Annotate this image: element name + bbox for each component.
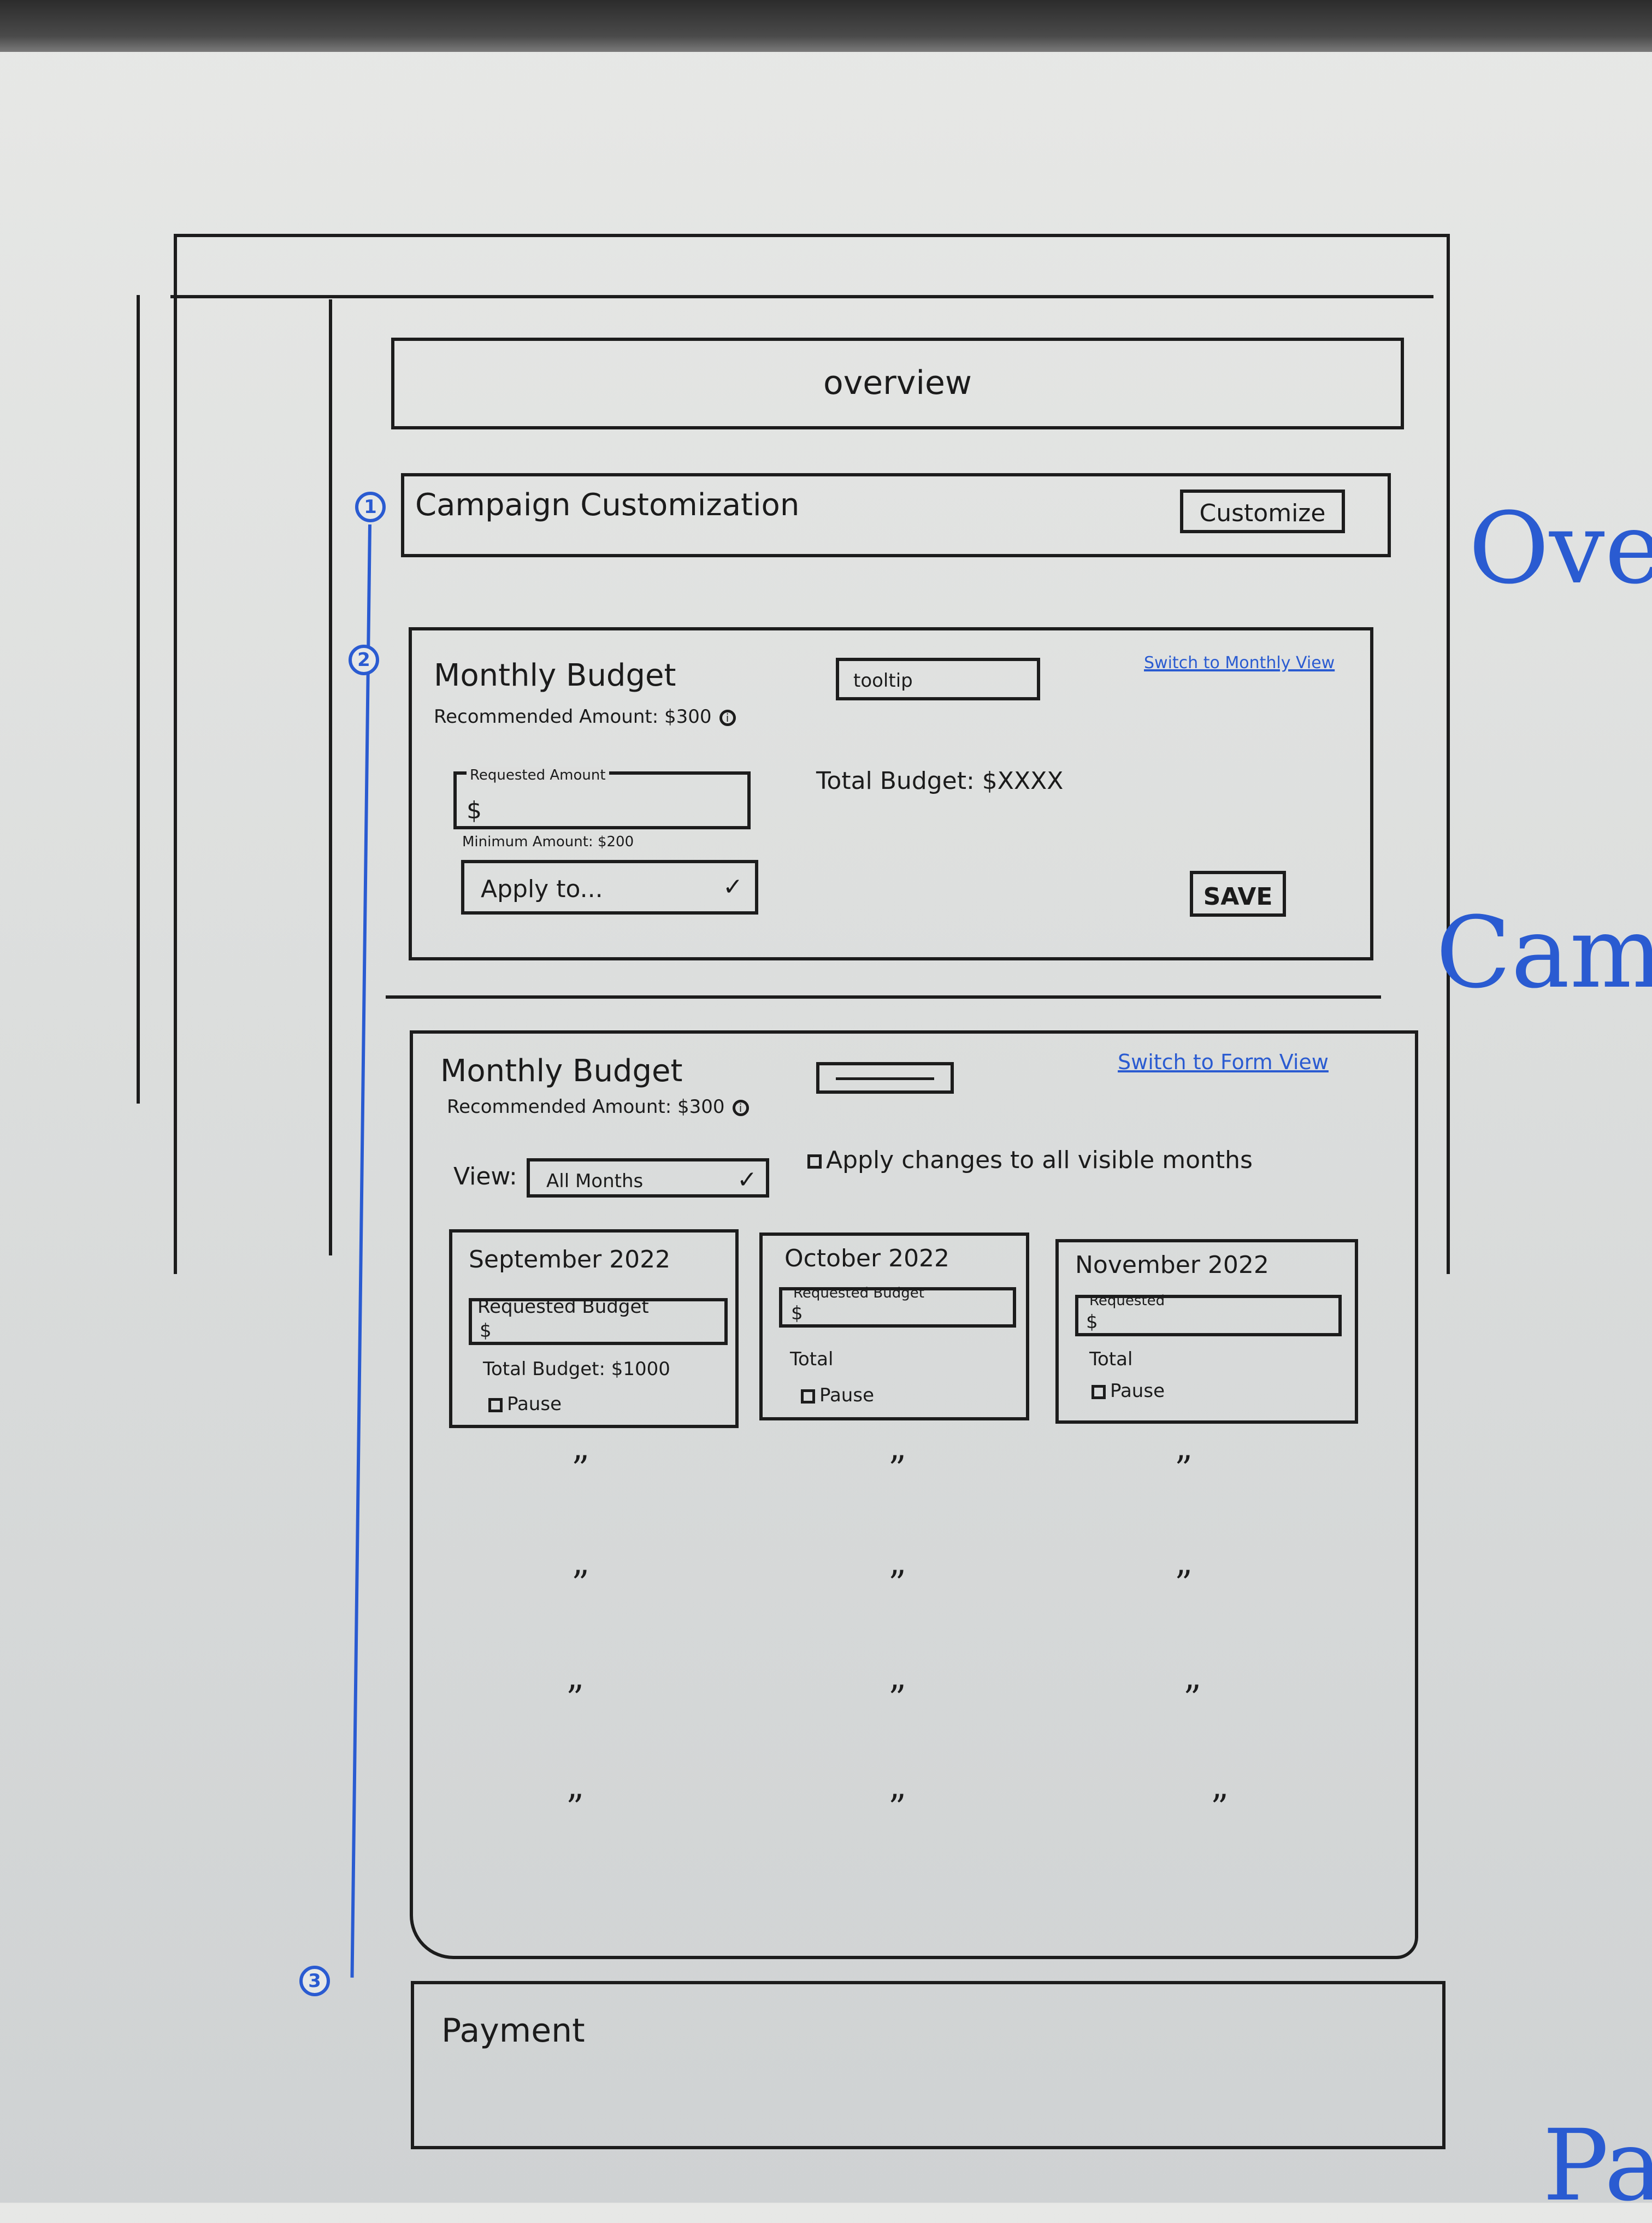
- view-select-value: All Months: [546, 1170, 644, 1192]
- sidebar-outer-edge: [137, 295, 140, 1104]
- margin-note: Ove: [1468, 492, 1652, 606]
- ditto-mark: ”: [1211, 1788, 1229, 1828]
- month-total: Total: [1089, 1348, 1133, 1370]
- ditto-mark: ”: [571, 1449, 589, 1489]
- campaign-section: Campaign Customization Customize: [401, 473, 1391, 557]
- save-label: SAVE: [1203, 883, 1273, 911]
- pause-label: Pause: [507, 1393, 562, 1415]
- requested-amount-label: Requested Amount: [467, 767, 609, 783]
- ditto-mark: ”: [571, 1564, 589, 1604]
- tooltip-scribble: [836, 1077, 934, 1080]
- apply-all-label: Apply changes to all visible months: [826, 1146, 1253, 1174]
- section-divider: [386, 995, 1381, 999]
- switch-to-form-view-link[interactable]: Switch to Form View: [1118, 1050, 1329, 1074]
- budget-monthly-section: Monthly Budget Recommended Amount: $300 i…: [410, 1030, 1418, 1959]
- requested-budget-prefix: $: [791, 1302, 803, 1324]
- total-budget-text: Total Budget: $XXXX: [816, 767, 1064, 795]
- budget-form-title: Monthly Budget: [434, 658, 676, 693]
- payment-section[interactable]: Payment: [411, 1981, 1446, 2149]
- month-total: Total Budget: $1000: [483, 1358, 670, 1380]
- switch-to-monthly-view-link[interactable]: Switch to Monthly View: [1144, 653, 1335, 673]
- info-icon[interactable]: i: [719, 709, 736, 726]
- pause-label: Pause: [1110, 1380, 1165, 1402]
- customize-label: Customize: [1199, 499, 1326, 527]
- ditto-mark: ”: [1175, 1449, 1193, 1489]
- checkbox-icon: [801, 1389, 815, 1404]
- view-select[interactable]: All Months ✓: [527, 1158, 769, 1198]
- requested-budget-input[interactable]: Requested Budget $: [779, 1285, 1016, 1328]
- sidebar-divider: [329, 299, 332, 1255]
- margin-note: Cam: [1436, 896, 1652, 1010]
- ditto-mark: ”: [888, 1564, 906, 1604]
- requested-budget-prefix: $: [1086, 1311, 1098, 1333]
- month-card: October 2022 Requested Budget $ Total Pa…: [759, 1233, 1029, 1420]
- step-2-marker: 2: [349, 645, 379, 675]
- month-total: Total: [790, 1348, 834, 1370]
- ditto-mark: ”: [888, 1449, 906, 1489]
- overview-section[interactable]: overview: [391, 338, 1404, 429]
- ditto-mark: ”: [1183, 1678, 1201, 1719]
- apply-to-label: Apply to...: [481, 875, 603, 903]
- campaign-title: Campaign Customization: [415, 487, 800, 523]
- month-card: September 2022 Requested Budget $ Total …: [449, 1229, 739, 1428]
- requested-amount-input[interactable]: Requested Amount $: [453, 767, 751, 829]
- month-title: October 2022: [784, 1245, 950, 1272]
- requested-budget-label: Requested Budget: [793, 1285, 924, 1301]
- chevron-down-icon: ✓: [723, 873, 743, 901]
- whiteboard-frame: [0, 0, 1652, 52]
- tooltip-text: tooltip: [853, 670, 913, 692]
- ditto-mark: ”: [566, 1788, 584, 1828]
- ditto-mark: ”: [888, 1678, 906, 1719]
- ditto-mark: ”: [888, 1788, 906, 1828]
- requested-budget-input[interactable]: Requested Budget $: [469, 1296, 728, 1345]
- view-label: View:: [453, 1163, 517, 1190]
- budget-form-section: Monthly Budget Recommended Amount: $300 i…: [409, 627, 1373, 960]
- budget-monthly-title: Monthly Budget: [440, 1053, 683, 1089]
- info-icon[interactable]: i: [732, 1099, 749, 1116]
- margin-note: Pa: [1542, 2109, 1652, 2223]
- tooltip-box: [816, 1062, 954, 1094]
- month-card: November 2022 Requested $ Total Pause: [1055, 1239, 1358, 1424]
- payment-title: Payment: [441, 2012, 585, 2050]
- minimum-amount-text: Minimum Amount: $200: [462, 834, 634, 850]
- checkbox-icon: [488, 1398, 503, 1412]
- pause-checkbox[interactable]: Pause: [801, 1384, 874, 1406]
- step-1-marker: 1: [355, 492, 386, 522]
- requested-budget-label: Requested Budget: [477, 1296, 649, 1318]
- month-title: November 2022: [1075, 1251, 1269, 1279]
- app-left-edge: [174, 236, 177, 1274]
- app-right-edge: [1447, 236, 1450, 1274]
- customize-button[interactable]: Customize: [1180, 490, 1345, 533]
- requested-budget-label: Requested: [1089, 1293, 1165, 1309]
- requested-budget-prefix: $: [480, 1320, 492, 1342]
- app-header-divider: [170, 295, 1433, 298]
- pause-checkbox[interactable]: Pause: [1092, 1380, 1165, 1402]
- step-timeline: [350, 524, 371, 1978]
- checkbox-icon: [807, 1154, 822, 1169]
- month-title: September 2022: [469, 1246, 671, 1273]
- apply-all-checkbox[interactable]: Apply changes to all visible months: [807, 1146, 1253, 1174]
- pause-checkbox[interactable]: Pause: [488, 1393, 562, 1415]
- chevron-down-icon: ✓: [737, 1166, 757, 1194]
- budget-form-recommended: Recommended Amount: $300: [434, 706, 712, 728]
- apply-to-select[interactable]: Apply to... ✓: [461, 860, 758, 915]
- pause-label: Pause: [819, 1384, 874, 1406]
- budget-monthly-recommended: Recommended Amount: $300: [447, 1096, 725, 1118]
- ditto-mark: ”: [1175, 1564, 1193, 1604]
- requested-budget-input[interactable]: Requested $: [1075, 1293, 1342, 1336]
- requested-amount-prefix: $: [467, 797, 482, 824]
- save-button[interactable]: SAVE: [1190, 871, 1286, 917]
- tooltip-box: tooltip: [836, 658, 1040, 700]
- step-3-marker: 3: [299, 1966, 330, 1996]
- checkbox-icon: [1092, 1384, 1106, 1399]
- app-top-edge: [174, 234, 1450, 237]
- ditto-mark: ”: [566, 1678, 584, 1719]
- overview-title: overview: [823, 364, 972, 402]
